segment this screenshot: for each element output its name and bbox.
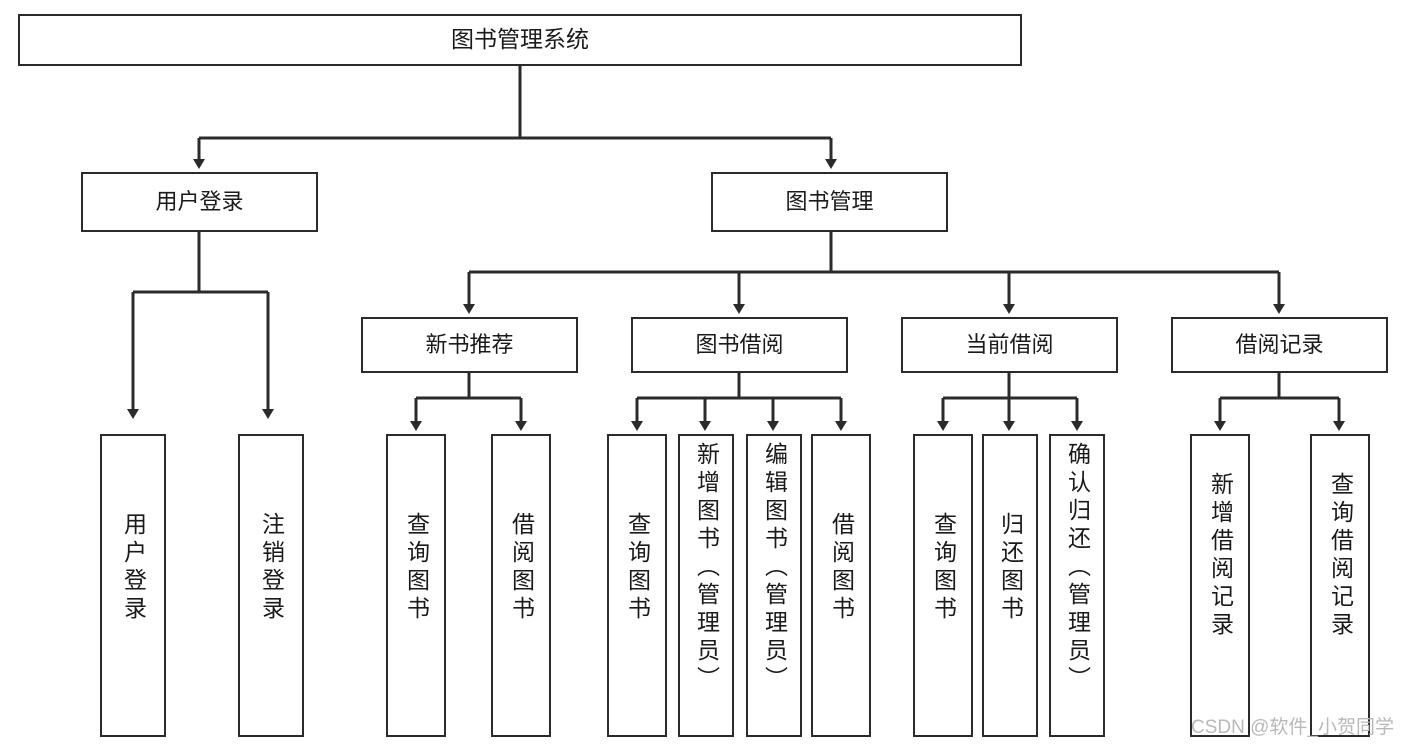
node-borrowing-record[interactable]: 借阅记录 [1171,317,1388,373]
node-label: 图书管理 [785,189,874,215]
node-label: 图书管理系统 [451,26,589,53]
node-label: 用户登录 [155,189,244,215]
node-label: 图书借阅 [695,332,784,358]
node-new-book-recommendation[interactable]: 新书推荐 [361,317,578,373]
node-root-system[interactable]: 图书管理系统 [18,14,1022,66]
leaf-borrow-book-2[interactable]: 借阅图书 [811,434,871,737]
leaf-return-book[interactable]: 归还图书 [982,434,1038,737]
node-label: 借阅记录 [1235,332,1324,358]
node-label: 新增借阅记录 [1207,472,1234,640]
node-label: 查询借阅记录 [1327,472,1354,640]
node-label: 确认归还（管理员） [1064,442,1091,694]
leaf-edit-book-admin[interactable]: 编辑图书（管理员） [746,434,802,737]
node-current-borrowing[interactable]: 当前借阅 [901,317,1118,373]
node-label: 注销登录 [258,512,285,624]
node-label: 借阅图书 [508,512,535,624]
node-label: 用户登录 [120,512,147,624]
leaf-logout[interactable]: 注销登录 [238,434,304,737]
leaf-confirm-return-admin[interactable]: 确认归还（管理员） [1049,434,1105,737]
leaf-add-borrow-record[interactable]: 新增借阅记录 [1190,434,1250,737]
leaf-query-book-2[interactable]: 查询图书 [607,434,667,737]
leaf-query-borrow-record[interactable]: 查询借阅记录 [1310,434,1370,737]
node-label: 新书推荐 [425,332,514,358]
node-book-borrowing[interactable]: 图书借阅 [631,317,848,373]
node-label: 查询图书 [624,512,651,624]
node-book-management[interactable]: 图书管理 [711,172,948,232]
node-label: 新增图书（管理员） [693,442,720,694]
node-label: 归还图书 [997,512,1024,624]
node-label: 查询图书 [403,512,430,624]
leaf-query-book-3[interactable]: 查询图书 [913,434,973,737]
leaf-query-book-1[interactable]: 查询图书 [386,434,446,737]
leaf-user-login[interactable]: 用户登录 [100,434,166,737]
node-user-login[interactable]: 用户登录 [81,172,318,232]
node-label: 当前借阅 [965,332,1054,358]
leaf-add-book-admin[interactable]: 新增图书（管理员） [678,434,734,737]
node-label: 编辑图书（管理员） [761,442,788,694]
node-label: 借阅图书 [828,512,855,624]
leaf-borrow-book-1[interactable]: 借阅图书 [491,434,551,737]
node-label: 查询图书 [930,512,957,624]
csdn-watermark: CSDN @软件_小贺同学 [1191,717,1394,738]
